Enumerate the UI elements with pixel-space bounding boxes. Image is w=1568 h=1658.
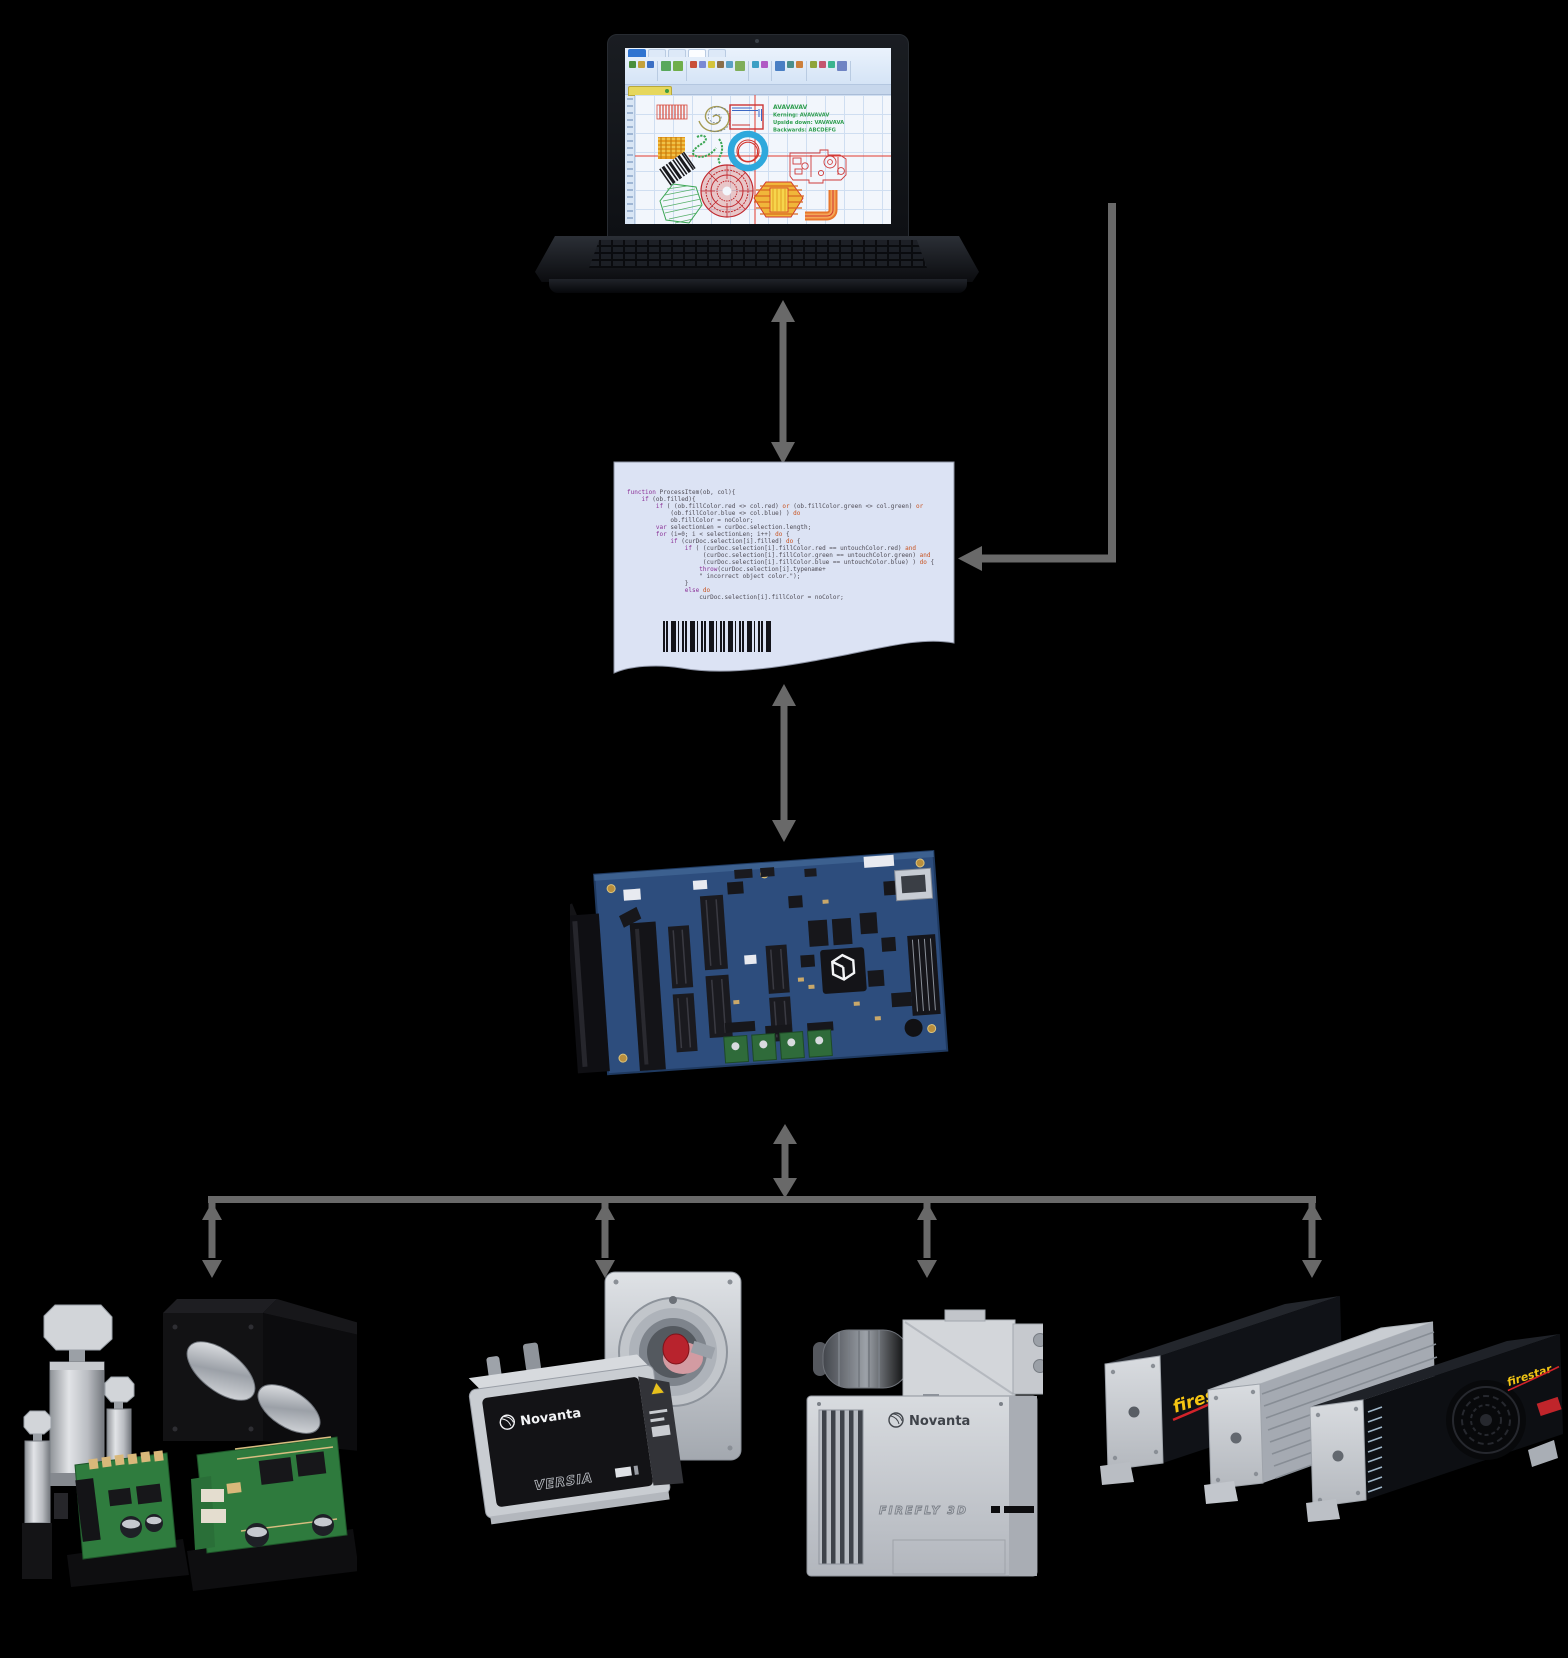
sample-line: Backwards: ABCDEFG <box>773 128 836 134</box>
webcam-icon <box>755 39 759 43</box>
laptop-front-edge <box>549 279 967 293</box>
connector-port <box>522 1342 541 1372</box>
inductor <box>904 1018 923 1037</box>
arrow-bus-scanhead2d <box>595 1202 615 1278</box>
edge-connectors <box>570 903 666 1074</box>
arrow-bus-lasers <box>1302 1202 1322 1278</box>
xy-mount-block <box>163 1299 357 1451</box>
galvo-mirror <box>186 1341 256 1401</box>
scan-head-2d-group: Novanta VERSIA <box>468 1271 742 1525</box>
laptop-keyboard <box>589 240 927 268</box>
cube-logo-icon <box>831 953 856 981</box>
galvo-mirror <box>257 1384 321 1434</box>
paper-sheet <box>613 461 955 674</box>
ethernet-port <box>894 867 934 902</box>
script-code: function ProcessItem(ob, col){ if (ob.fi… <box>627 489 935 601</box>
arrow-laptop-document <box>771 300 795 464</box>
hatched-rectangle <box>656 104 688 120</box>
qr-code <box>658 137 685 159</box>
green-squiggle <box>692 134 724 165</box>
driver-modules <box>723 1029 833 1064</box>
drawing-toolbar <box>625 95 635 224</box>
servo-driver-board <box>187 1436 357 1591</box>
dsp-chip <box>820 947 867 994</box>
marking-canvas: AVAVAVAV Kerning: AVAVAVAV Upside down: … <box>635 95 891 224</box>
servo-driver-board <box>67 1450 189 1587</box>
script-document: function ProcessItem(ob, col){ if (ob.fi… <box>613 461 955 683</box>
arrow-controller-bus <box>773 1124 797 1198</box>
spiral-outline <box>707 106 731 132</box>
laser-warning-icon <box>650 1381 666 1396</box>
cooling-fan <box>1446 1380 1526 1460</box>
vent-grille <box>818 1409 864 1565</box>
connector-knob <box>1033 1333 1043 1347</box>
ribbon-tab <box>688 49 706 57</box>
novanta-swirl-icon <box>888 1412 904 1428</box>
silkscreen-labels <box>623 854 895 965</box>
sample-line: Upside down: VAVAVAVA <box>773 120 844 126</box>
firefly-body: Novanta FIREFLY 3D <box>806 1395 1038 1577</box>
model-text: FIREFLY 3D <box>879 1504 968 1517</box>
bus-line <box>208 1196 1316 1203</box>
arrow-bus-galvos <box>202 1202 222 1278</box>
ribbon-icon-groups <box>625 57 891 82</box>
lens-optic <box>662 1333 690 1365</box>
ribbon-tab <box>668 49 686 57</box>
j-shape <box>805 190 838 221</box>
software-ribbon <box>625 48 891 85</box>
orange-part <box>753 181 804 218</box>
marking-objects: AVAVAVAV Kerning: AVAVAVAV Upside down: … <box>635 95 891 224</box>
cad-drawing <box>789 149 847 184</box>
galvo-scanner-group <box>22 1299 357 1591</box>
arrow-feedback-line <box>958 203 1116 571</box>
scan-head-3d-group: Novanta FIREFLY 3D <box>806 1309 1043 1577</box>
passives <box>733 899 881 1021</box>
black-barcode <box>658 151 697 187</box>
mirror-octagon <box>23 1410 52 1435</box>
galvo-motor-small <box>22 1410 68 1579</box>
camera-lens-assembly <box>813 1309 1043 1410</box>
controller-board <box>570 849 949 1076</box>
access-panel <box>892 1539 1006 1575</box>
square-mark <box>729 104 764 130</box>
blue-ring <box>727 130 769 172</box>
ribbon-tab <box>628 49 646 57</box>
hatched-hexagon <box>659 183 703 224</box>
script-barcode <box>663 621 771 652</box>
ribbon-tab <box>708 49 726 57</box>
mirror-octagon <box>104 1376 135 1403</box>
connector-knob <box>1033 1359 1043 1373</box>
arrow-bus-scanhead3d <box>917 1202 937 1278</box>
brand-badge <box>1536 1396 1562 1417</box>
chips <box>724 880 913 1036</box>
sample-line: AVAVAVAV <box>773 104 808 111</box>
arrow-document-controller <box>772 684 796 842</box>
header-pins <box>672 899 788 1049</box>
text-samples: AVAVAVAV Kerning: AVAVAVAV Upside down: … <box>773 104 844 134</box>
ribbon-tabs <box>625 48 891 57</box>
laser-group: firestar <box>1100 1296 1563 1522</box>
front-fins <box>1367 1406 1383 1493</box>
laser-black-right: firestar <box>1306 1334 1563 1522</box>
connector-port <box>486 1356 502 1379</box>
card-edge-connector <box>907 934 941 1016</box>
guilloche-circle <box>700 164 754 218</box>
mirror-octagon <box>43 1304 113 1351</box>
novanta-swirl-icon <box>499 1414 515 1430</box>
brand-text: Novanta <box>909 1414 970 1429</box>
laptop-screen: AVAVAVAV Kerning: AVAVAVAV Upside down: … <box>625 48 891 224</box>
versia-scan-head: Novanta VERSIA <box>468 1342 684 1525</box>
novanta-logo: Novanta <box>888 1412 970 1429</box>
sample-line: Kerning: AVAVAVAV <box>773 113 829 119</box>
ribbon-tab <box>648 49 666 57</box>
spiral <box>698 105 730 133</box>
